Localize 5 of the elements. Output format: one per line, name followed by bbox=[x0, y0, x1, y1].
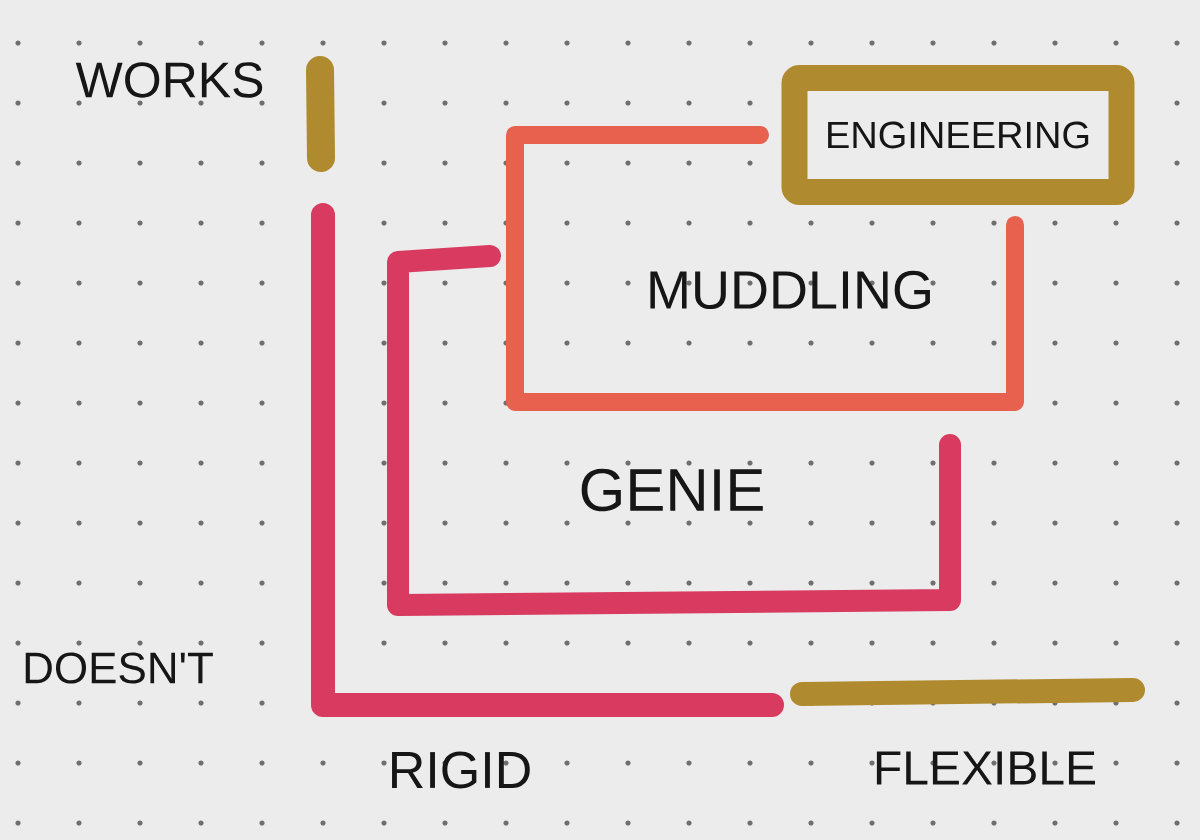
axis-label: WORKS bbox=[75, 62, 263, 98]
axis-label: FLEXIBLE bbox=[876, 751, 1095, 785]
axis-label: RIGID bbox=[392, 751, 530, 789]
region-box: ENGINEERING bbox=[781, 65, 1135, 205]
axis-label: DOESN'T bbox=[25, 652, 213, 684]
